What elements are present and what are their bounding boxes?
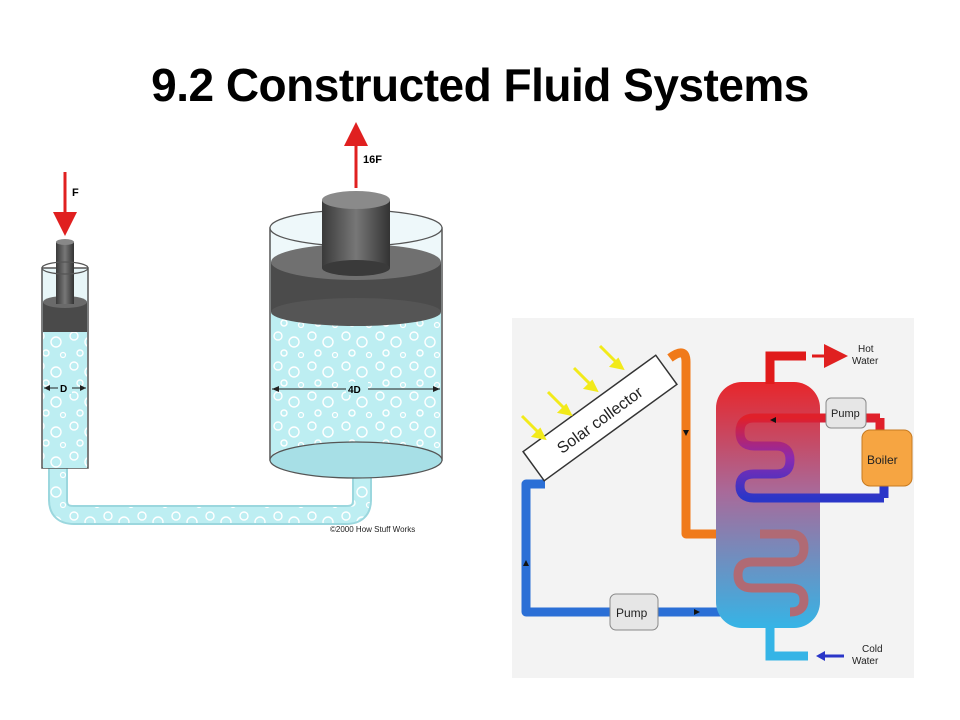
hydraulic-press: F D 16F 4D ©2000 How Stuff Works (41, 122, 443, 534)
boiler (861, 429, 913, 487)
boiler-label: Boiler (867, 453, 898, 467)
small-diameter-label: D (60, 384, 67, 395)
hot-loop-pipe (667, 348, 760, 539)
hot-water-pipe (765, 351, 806, 384)
hot-water-label-1: Hot (858, 344, 874, 355)
cold-water-label-2: Water (852, 656, 879, 667)
hot-water-label-2: Water (852, 356, 879, 367)
cold-loop-pipe (521, 479, 806, 617)
output-force-label: 16F (363, 154, 382, 166)
cold-water-label-1: Cold (862, 644, 883, 655)
solar-coil (733, 529, 809, 617)
pump-bottom-label: Pump (616, 606, 648, 620)
pump-top-label: Pump (831, 408, 860, 420)
solar-heating-system: Hot Water Cold Water Boiler Pump Pump So… (512, 318, 914, 678)
pump-bottom (609, 593, 659, 631)
boiler-coil (735, 413, 884, 503)
large-piston-block (322, 200, 390, 268)
cold-water-pipe (765, 626, 808, 661)
input-force-label: F (72, 187, 79, 199)
small-piston-rod (56, 242, 74, 304)
sun-rays (520, 344, 625, 441)
credit-text: ©2000 How Stuff Works (330, 525, 415, 534)
pump-top (825, 397, 867, 429)
large-diameter-label: 4D (348, 385, 361, 396)
slide-title: 9.2 Constructed Fluid Systems (151, 59, 809, 111)
